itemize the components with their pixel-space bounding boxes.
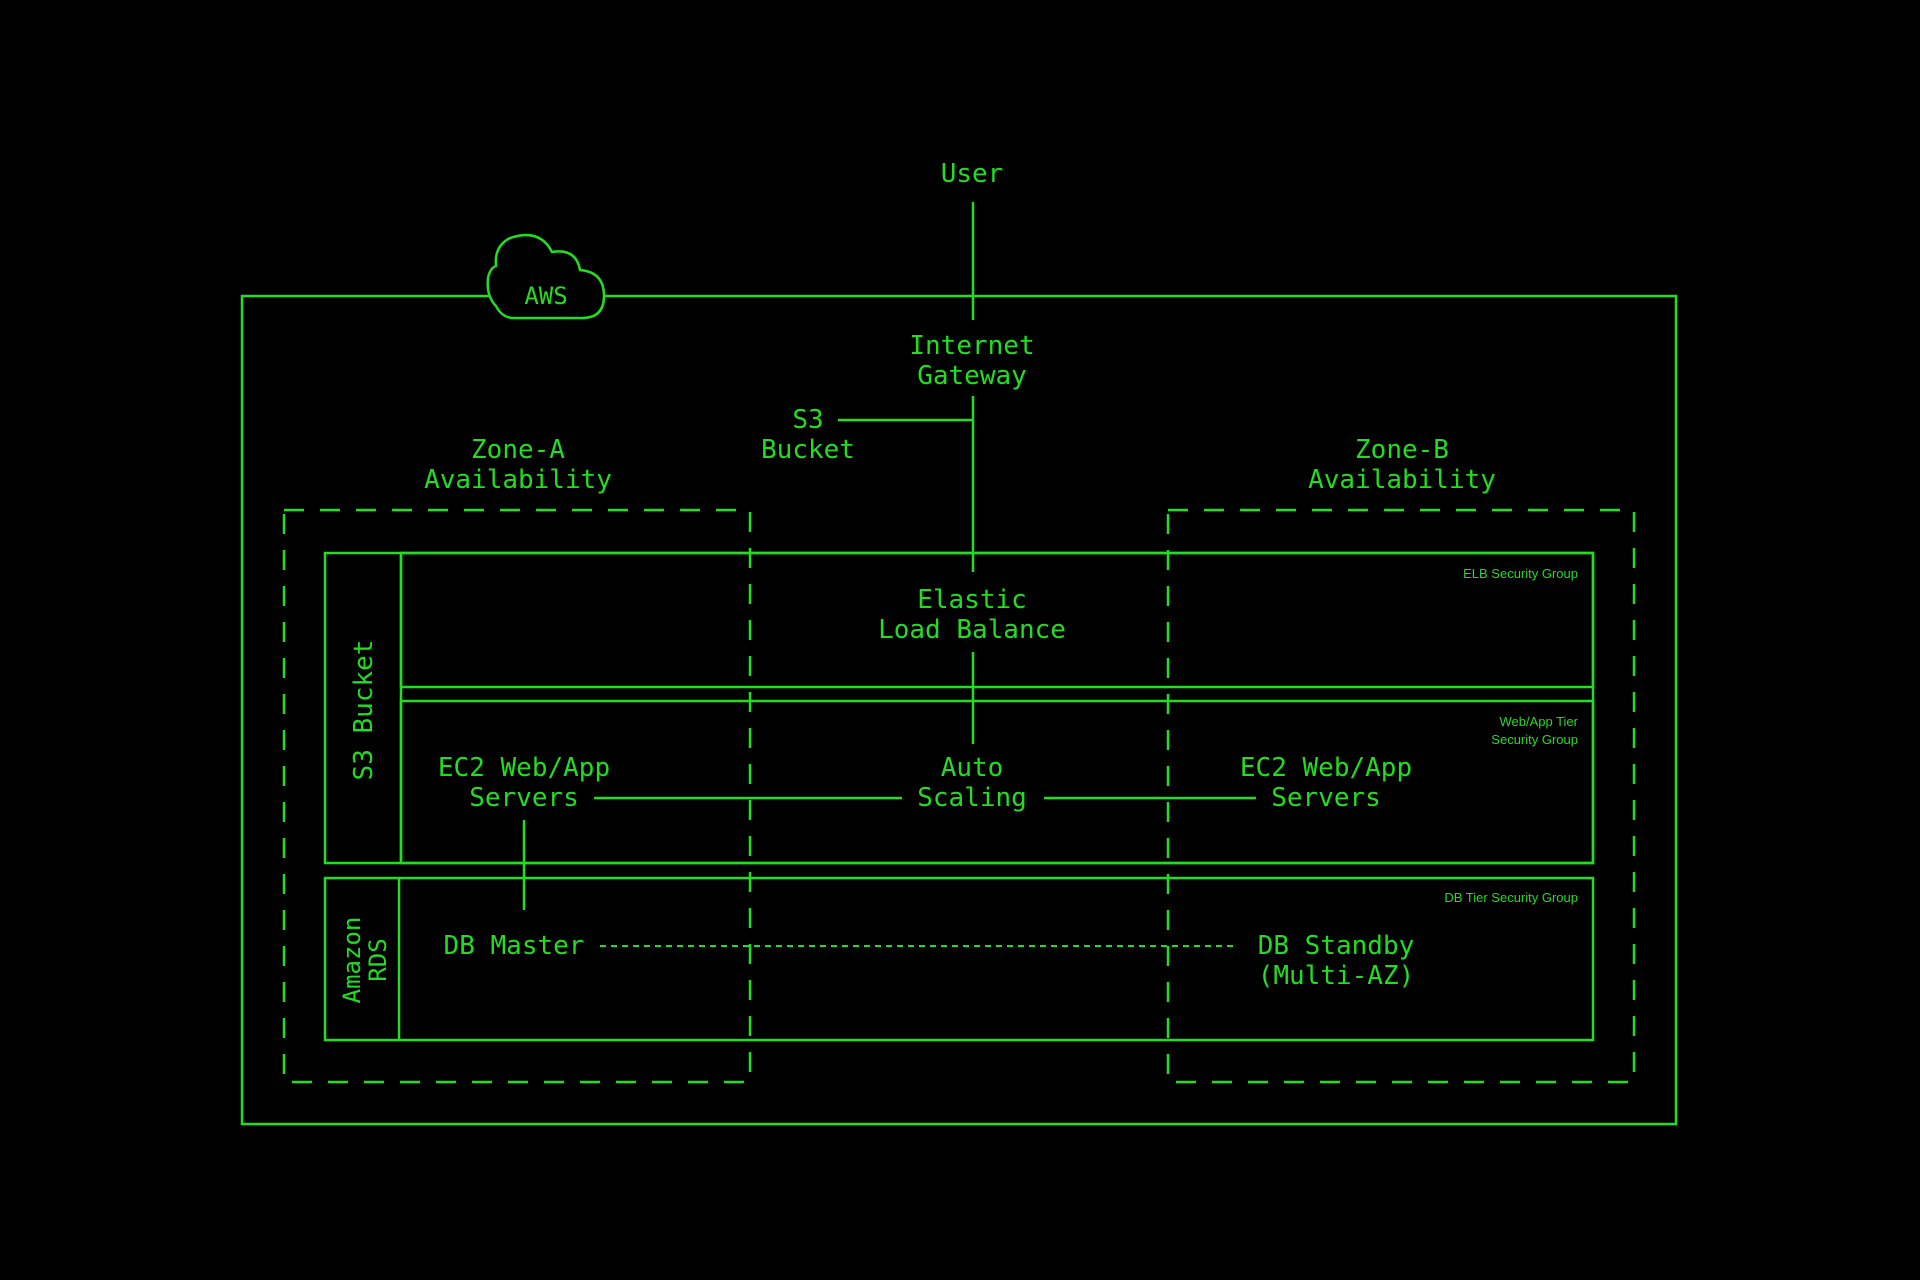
- amazon-rds-line2: RDS: [364, 938, 392, 981]
- web-app-security-group-box: [399, 699, 1595, 865]
- internet-gateway-line2: Gateway: [917, 361, 1027, 391]
- aws-label: AWS: [524, 282, 567, 310]
- user-label: User: [941, 159, 1004, 189]
- zone-a-line1: Zone-A: [471, 435, 565, 465]
- zone-a-line2: Availability: [424, 465, 612, 495]
- s3-bucket-side-label: S3 Bucket: [349, 640, 379, 781]
- elastic-load-balance-line1: Elastic: [917, 585, 1027, 615]
- zone-b-line1: Zone-B: [1355, 435, 1449, 465]
- s3-bucket-top-line1: S3: [792, 405, 823, 435]
- ec2-left-line1: EC2 Web/App: [438, 753, 610, 783]
- db-tier-security-group-label: DB Tier Security Group: [1444, 890, 1578, 905]
- elb-security-group-label: ELB Security Group: [1463, 566, 1578, 581]
- ec2-left-line2: Servers: [469, 783, 579, 813]
- aws-boundary: [240, 294, 1678, 1126]
- elb-security-group-box: [399, 551, 1595, 689]
- cloud-icon: AWS: [486, 233, 606, 320]
- db-master-label: DB Master: [444, 931, 585, 961]
- zone-a-box: [282, 508, 752, 1084]
- ec2-right-line2: Servers: [1271, 783, 1381, 813]
- db-standby-line2: (Multi-AZ): [1258, 961, 1415, 991]
- elastic-load-balance-line2: Load Balance: [878, 615, 1066, 645]
- s3-bucket-top-line2: Bucket: [761, 435, 855, 465]
- internet-gateway-line1: Internet: [909, 331, 1034, 361]
- db-standby-line1: DB Standby: [1258, 931, 1415, 961]
- web-app-security-group-line2: Security Group: [1491, 732, 1578, 747]
- auto-scaling-line1: Auto: [941, 753, 1004, 783]
- zone-b-box: [1166, 508, 1636, 1084]
- auto-scaling-line2: Scaling: [917, 783, 1027, 813]
- amazon-rds-line1: Amazon: [338, 917, 366, 1004]
- zone-b-line2: Availability: [1308, 465, 1496, 495]
- rds-outer-box: [323, 876, 1595, 1042]
- web-app-security-group-line1: Web/App Tier: [1499, 714, 1578, 729]
- ec2-right-line1: EC2 Web/App: [1240, 753, 1412, 783]
